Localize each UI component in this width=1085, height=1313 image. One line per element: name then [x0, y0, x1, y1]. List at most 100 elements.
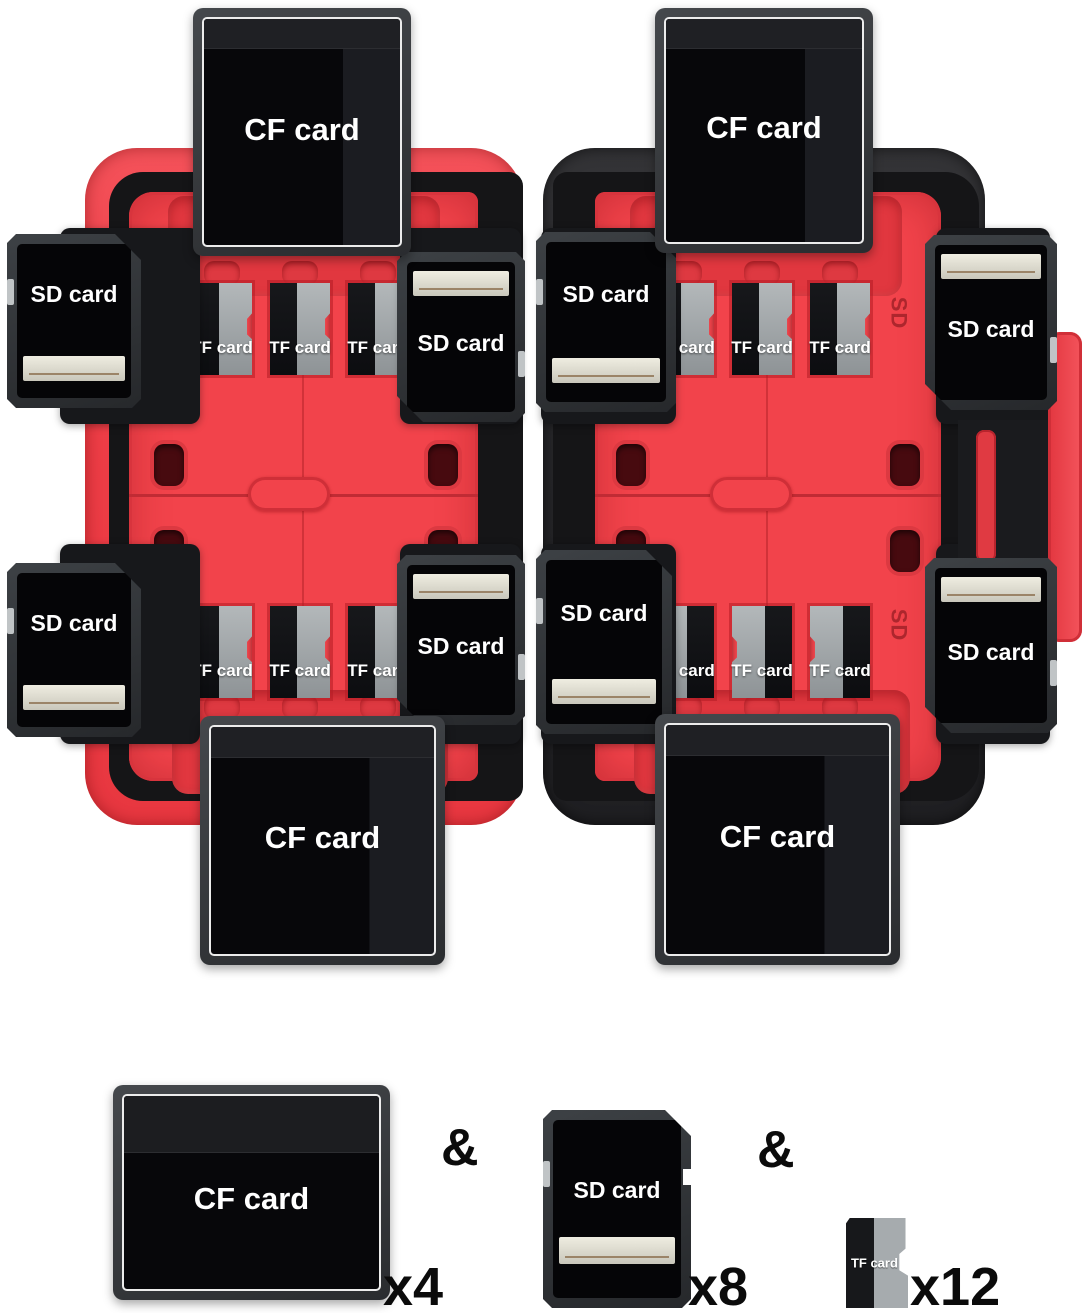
- slot-finger-tab: [744, 261, 780, 285]
- tf-card-label: TF card: [809, 661, 871, 680]
- sd-card-contact-stripe: [552, 679, 656, 704]
- cf-card-top-band: [204, 19, 400, 50]
- tf-card-slot: TF card: [191, 283, 253, 375]
- tf-card-slot: TF card: [269, 606, 331, 698]
- cf-card-label: CF card: [719, 818, 836, 854]
- sd-card-label: SD card: [560, 599, 648, 626]
- sd-card: SD card: [536, 550, 672, 734]
- slot-finger-tab: [822, 261, 858, 285]
- sd-card-lock-switch: [7, 279, 14, 305]
- embossed-sd-mark: SD: [886, 608, 912, 642]
- sd-card: SD card: [397, 555, 525, 725]
- sd-card-lock-switch: [518, 654, 525, 680]
- cf-card-face: CF card: [664, 17, 864, 244]
- tf-card-back: [837, 283, 870, 375]
- cf-card: CF card: [655, 8, 873, 253]
- slot-finger-tab: [204, 695, 240, 719]
- sd-card-contact-stripe: [23, 356, 125, 381]
- cf-card-top-band: [666, 19, 862, 49]
- tf-card-back: [219, 283, 252, 375]
- legend-cf-card: CF card: [113, 1085, 390, 1300]
- tf-card-back: [759, 283, 792, 375]
- tf-card-back: [297, 283, 330, 375]
- tf-card-back: [297, 606, 330, 698]
- sd-card-label: SD card: [947, 315, 1035, 342]
- hinge-hole: [428, 444, 458, 486]
- ampersand: &: [441, 1119, 479, 1177]
- tf-card-label: TF card: [731, 661, 793, 680]
- cf-card-top-band: [211, 727, 434, 758]
- tf-card-body: [843, 606, 870, 698]
- tf-card-back: [732, 606, 765, 698]
- sd-card-label: SD card: [30, 609, 118, 636]
- legend-tf-card: TF card: [846, 1218, 908, 1308]
- cf-card: CF card: [200, 716, 445, 965]
- sd-card-lock-switch: [536, 279, 543, 305]
- cf-card-label: CF card: [193, 1180, 310, 1216]
- tf-card-back: [219, 606, 252, 698]
- hinge-hole: [154, 444, 184, 486]
- cf-card-face: CF card: [122, 1094, 381, 1291]
- tf-card-body: [348, 606, 375, 698]
- tf-card-label: TF card: [809, 338, 871, 357]
- tf-card-label: TF card: [269, 661, 331, 680]
- sd-card-label: SD card: [947, 638, 1035, 665]
- sd-card-contact-stripe: [941, 577, 1041, 602]
- slot-finger-tab: [282, 695, 318, 719]
- tf-card-slot: TF card: [809, 283, 871, 375]
- hinge-hole: [616, 444, 646, 486]
- cf-card-face: CF card: [664, 723, 891, 956]
- sd-card-lock-switch: [1050, 337, 1057, 363]
- latch-pill: [248, 477, 330, 511]
- case-side-wall: [958, 420, 1050, 570]
- tf-card-body: [348, 283, 375, 375]
- cf-card-label: CF card: [706, 110, 822, 146]
- tf-card-slot: TF card: [809, 606, 871, 698]
- embossed-sd-mark: SD: [886, 296, 912, 330]
- cf-card-top-band: [666, 725, 889, 756]
- slot-finger-tab: [282, 261, 318, 285]
- ampersand: &: [757, 1121, 795, 1179]
- sd-card-contact-stripe: [559, 1237, 675, 1264]
- sd-card-contact-stripe: [941, 254, 1041, 279]
- tf-card-body: [765, 606, 792, 698]
- sd-card-contact-stripe: [413, 574, 509, 599]
- tf-card-label: TF card: [347, 338, 409, 357]
- sd-card-face: [553, 1120, 681, 1298]
- tf-card-body: [732, 283, 759, 375]
- slot-finger-tab: [360, 261, 396, 285]
- tf-card-slot: TF card: [731, 606, 793, 698]
- legend-sd-card: SD card: [543, 1110, 691, 1308]
- tf-card-label: TF card: [191, 661, 253, 680]
- sd-card-label: SD card: [573, 1177, 661, 1204]
- tf-count: x12: [910, 1257, 1001, 1313]
- sd-card-label: SD card: [562, 280, 650, 307]
- cf-card-face: CF card: [209, 725, 436, 956]
- sd-card-lock-switch: [536, 598, 543, 624]
- tf-card-body: [810, 283, 837, 375]
- sd-card-label: SD card: [30, 280, 118, 307]
- tf-card-back: [681, 283, 714, 375]
- hinge-hole: [890, 444, 920, 486]
- sd-card-label: SD card: [417, 330, 505, 357]
- cf-card: CF card: [193, 8, 411, 256]
- latch-pill: [710, 477, 792, 511]
- tf-card-label: TF card: [850, 1255, 898, 1271]
- cf-card-label: CF card: [244, 111, 360, 147]
- slot-finger-tab: [360, 695, 396, 719]
- tf-card-back: [810, 606, 843, 698]
- tf-card-body: [270, 606, 297, 698]
- cf-card-label: CF card: [264, 820, 381, 856]
- tf-card-label: TF card: [347, 661, 409, 680]
- sd-card: SD card: [536, 232, 676, 412]
- tf-card-label: TF card: [269, 338, 331, 357]
- sd-card-label: SD card: [417, 633, 505, 660]
- sd-card-contact-stripe: [552, 358, 660, 383]
- slot-finger-tab: [204, 261, 240, 285]
- sd-count: x8: [688, 1257, 749, 1313]
- tf-card-label: TF card: [191, 338, 253, 357]
- tf-card-body: [687, 606, 714, 698]
- sd-card: SD card: [925, 558, 1057, 733]
- tf-card-label: TF card: [731, 338, 793, 357]
